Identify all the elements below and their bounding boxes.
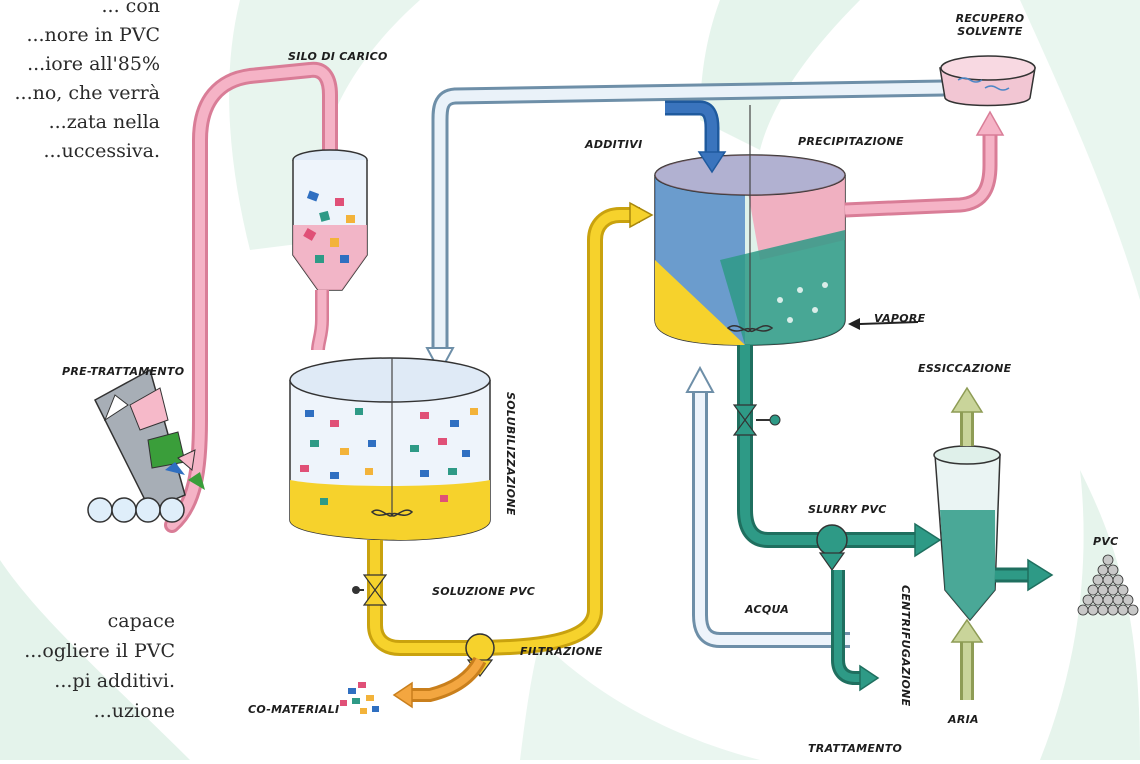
intro-text: ... con ...nore in PVC ...iore all'85% .… xyxy=(0,0,160,166)
label-precipitazione: PRECIPITAZIONE xyxy=(798,135,904,148)
label-trattamento: TRATTAMENTO xyxy=(808,742,902,755)
lower-line: ...ogliere il PVC xyxy=(0,636,175,666)
label-acqua: ACQUA xyxy=(745,603,789,616)
pink-solvent-pipe xyxy=(845,112,1003,210)
label-solubilizzazione: SOLUBILIZZAZIONE xyxy=(504,392,517,516)
essiccazione-column xyxy=(934,388,1052,700)
intro-line: ... con xyxy=(0,0,160,21)
lower-text: capace ...ogliere il PVC ...pi additivi.… xyxy=(0,606,175,726)
solubilizzazione-tank xyxy=(290,358,490,540)
label-filtrazione: FILTRAZIONE xyxy=(520,645,603,658)
label-soluzione-pvc: SOLUZIONE PVC xyxy=(432,585,535,598)
intro-line: ...nore in PVC xyxy=(0,21,160,50)
recupero-solvente-vessel xyxy=(940,56,1035,106)
label-recupero-solvente: RECUPERO SOLVENTE xyxy=(955,12,1025,38)
intro-line: ...zata nella xyxy=(0,108,160,137)
intro-line: ...uccessiva. xyxy=(0,137,160,166)
label-pre-trattamento: PRE-TRATTAMENTO xyxy=(62,365,184,378)
intro-line: ...no, che verrà xyxy=(0,79,160,108)
label-co-materiali: CO-MATERIALI xyxy=(248,703,339,716)
label-additivi: ADDITIVI xyxy=(585,138,642,151)
label-aria: ARIA xyxy=(948,713,979,726)
label-silo-di-carico: SILO DI CARICO xyxy=(288,50,388,63)
label-vapore: VAPORE xyxy=(874,312,925,325)
lower-line: ...uzione xyxy=(0,696,175,726)
lower-line: capace xyxy=(0,606,175,636)
silo-di-carico xyxy=(293,150,367,350)
label-essiccazione: ESSICCAZIONE xyxy=(918,362,1011,375)
label-pvc: PVC xyxy=(1093,535,1119,548)
label-slurry-pvc: SLURRY PVC xyxy=(808,503,887,516)
co-materiali-pile xyxy=(340,682,379,714)
label-centrifugazione: CENTRIFUGAZIONE xyxy=(899,585,912,707)
lower-line: ...pi additivi. xyxy=(0,666,175,696)
intro-line: ...iore all'85% xyxy=(0,50,160,79)
